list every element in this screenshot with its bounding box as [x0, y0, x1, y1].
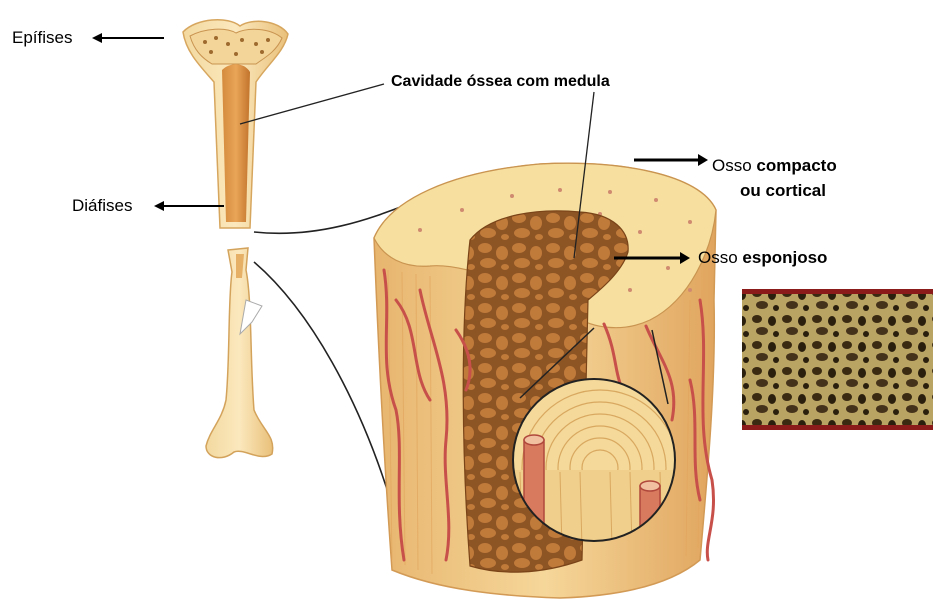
label-esponjoso-bold: esponjoso: [742, 248, 827, 267]
label-osso-compacto: Osso compacto ou cortical: [712, 153, 837, 203]
label-epifises: Epífises: [12, 28, 72, 48]
lower-bone: [206, 248, 273, 458]
upper-bone-section: [183, 20, 288, 228]
label-osso-esponjoso: Osso esponjoso: [698, 248, 827, 268]
label-compacto-bold: compacto: [756, 156, 836, 175]
label-diafises: Diáfises: [72, 196, 132, 216]
spongy-bone-photo: [742, 289, 933, 430]
label-cavidade-ossea: Cavidade óssea com medula: [391, 72, 610, 92]
label-compacto-line2: ou cortical: [740, 181, 826, 200]
bone-cross-section: [374, 163, 716, 598]
label-esponjoso-prefix: Osso: [698, 248, 742, 267]
label-compacto-prefix: Osso: [712, 156, 756, 175]
